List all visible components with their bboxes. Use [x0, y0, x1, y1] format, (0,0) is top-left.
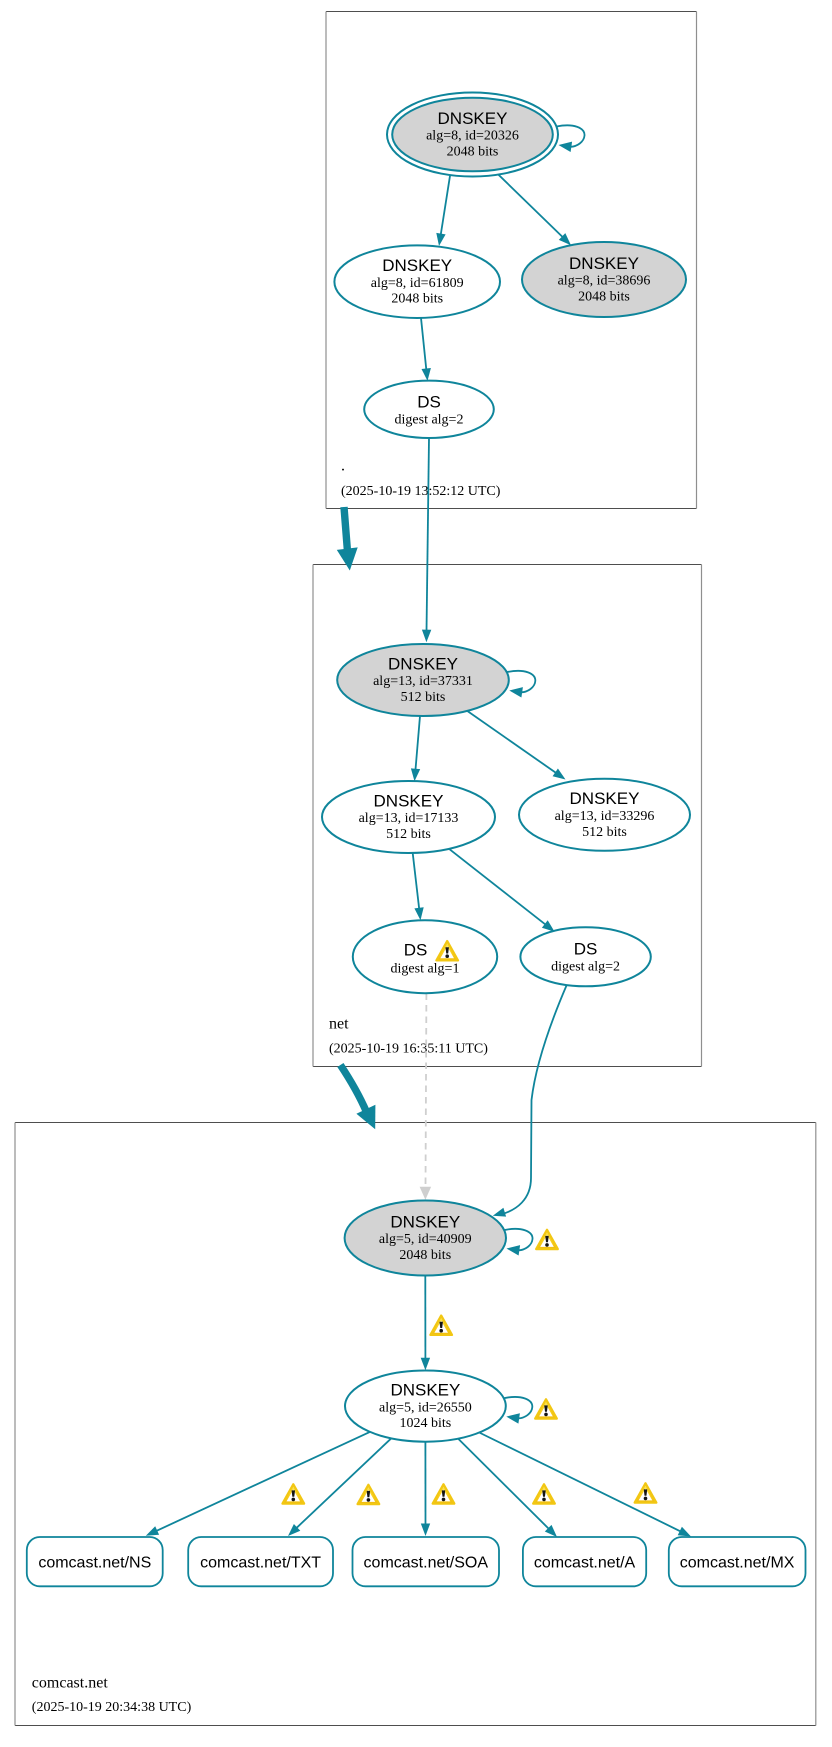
svg-text:(2025-10-19 16:35:11 UTC): (2025-10-19 16:35:11 UTC)	[329, 1042, 488, 1057]
svg-text:.: .	[341, 458, 345, 475]
svg-text:alg=5, id=26550: alg=5, id=26550	[379, 1400, 472, 1415]
svg-text:DNSKEY: DNSKEY	[388, 654, 458, 673]
svg-text:alg=8, id=20326: alg=8, id=20326	[426, 129, 519, 144]
svg-text:DS: DS	[417, 392, 441, 411]
svg-text:alg=13, id=17133: alg=13, id=17133	[359, 811, 459, 826]
svg-text:net: net	[329, 1015, 349, 1032]
svg-text:DS: DS	[574, 940, 598, 959]
svg-text:2048 bits: 2048 bits	[578, 290, 630, 305]
svg-text:digest alg=2: digest alg=2	[395, 413, 464, 428]
svg-text:comcast.net/NS: comcast.net/NS	[38, 1554, 151, 1571]
svg-text:DS: DS	[404, 940, 428, 959]
svg-text:DNSKEY: DNSKEY	[570, 789, 640, 808]
svg-text:512 bits: 512 bits	[582, 825, 627, 840]
svg-text:comcast.net: comcast.net	[32, 1675, 109, 1692]
svg-text:alg=13, id=33296: alg=13, id=33296	[555, 809, 655, 824]
svg-text:alg=8, id=61809: alg=8, id=61809	[371, 276, 464, 291]
svg-text:alg=5, id=40909: alg=5, id=40909	[379, 1232, 472, 1247]
svg-text:digest alg=2: digest alg=2	[551, 960, 620, 975]
svg-text:alg=8, id=38696: alg=8, id=38696	[558, 274, 651, 289]
svg-text:comcast.net/SOA: comcast.net/SOA	[364, 1554, 489, 1571]
svg-text:DNSKEY: DNSKEY	[390, 1381, 460, 1400]
svg-text:DNSKEY: DNSKEY	[390, 1212, 460, 1231]
svg-text:alg=13, id=37331: alg=13, id=37331	[373, 674, 473, 689]
svg-text:(2025-10-19 13:52:12 UTC): (2025-10-19 13:52:12 UTC)	[341, 484, 501, 499]
svg-text:512 bits: 512 bits	[386, 827, 431, 842]
svg-text:digest alg=1: digest alg=1	[391, 962, 460, 977]
svg-text:DNSKEY: DNSKEY	[569, 254, 639, 273]
svg-text:DNSKEY: DNSKEY	[382, 256, 452, 275]
svg-text:comcast.net/MX: comcast.net/MX	[680, 1554, 795, 1571]
svg-text:comcast.net/TXT: comcast.net/TXT	[200, 1554, 321, 1571]
svg-text:512 bits: 512 bits	[401, 690, 446, 705]
svg-text:DNSKEY: DNSKEY	[438, 109, 508, 128]
svg-text:2048 bits: 2048 bits	[391, 292, 443, 307]
svg-text:DNSKEY: DNSKEY	[374, 791, 444, 810]
svg-text:(2025-10-19 20:34:38 UTC): (2025-10-19 20:34:38 UTC)	[32, 1700, 192, 1715]
svg-text:2048 bits: 2048 bits	[399, 1248, 451, 1263]
svg-text:comcast.net/A: comcast.net/A	[534, 1554, 636, 1571]
svg-text:2048 bits: 2048 bits	[447, 145, 499, 160]
svg-text:1024 bits: 1024 bits	[400, 1416, 452, 1431]
